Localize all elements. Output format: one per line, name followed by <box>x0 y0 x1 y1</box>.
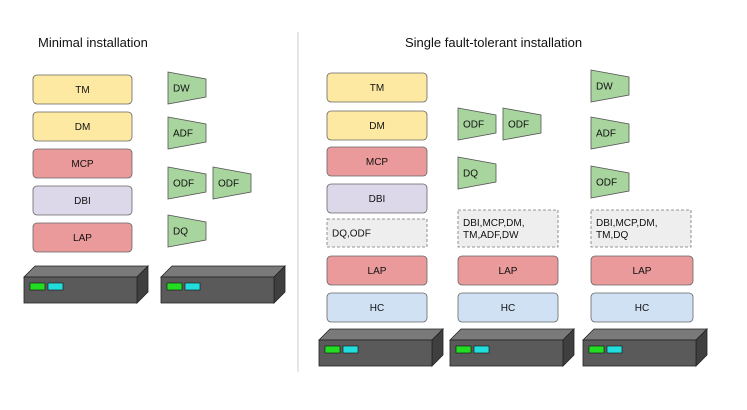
lap-box <box>457 255 559 286</box>
server-led-green <box>29 282 46 291</box>
server <box>318 328 444 367</box>
odf-component <box>590 165 630 199</box>
mcp-box <box>326 146 428 177</box>
odf-component <box>457 107 497 141</box>
colocated-services-text: TM,ADF,DW <box>463 230 519 241</box>
odf-label: ODF <box>508 120 529 131</box>
odf-label: ODF <box>218 179 239 190</box>
adf-label: ADF <box>173 129 193 140</box>
dm-box <box>32 111 133 142</box>
server-led-cyan <box>342 345 359 354</box>
tm-label: TM <box>370 83 384 94</box>
tm-box <box>32 74 133 105</box>
odf-component <box>502 107 542 141</box>
dw-component <box>167 71 207 105</box>
adf-component <box>167 116 207 150</box>
server-led-cyan <box>184 282 201 291</box>
server <box>160 265 286 304</box>
odf-label: ODF <box>596 178 617 189</box>
server-top <box>318 328 444 341</box>
dq-component <box>167 214 207 248</box>
server-led-green <box>455 345 472 354</box>
dw-label: DW <box>173 84 190 95</box>
lap-label: LAP <box>499 266 518 277</box>
adf-label: ADF <box>596 129 616 140</box>
lap-label: LAP <box>633 266 652 277</box>
server <box>582 328 708 367</box>
server <box>449 328 575 367</box>
lap-label: LAP <box>73 233 92 244</box>
server-led-green <box>588 345 605 354</box>
server-led-cyan <box>606 345 623 354</box>
minimal-title: Minimal installation <box>38 35 148 50</box>
hc-box <box>457 292 559 323</box>
hc-box <box>326 292 428 323</box>
colocated-services-box <box>590 209 692 248</box>
server-top <box>23 265 149 278</box>
dq-label: DQ <box>173 227 188 238</box>
odf-label: ODF <box>463 120 484 131</box>
hc-box <box>590 292 694 323</box>
server <box>23 265 149 304</box>
mcp-box <box>32 148 133 179</box>
hc-label: HC <box>370 303 384 314</box>
adf-component <box>590 116 630 150</box>
dm-box <box>326 110 428 141</box>
lap-box <box>326 255 428 286</box>
server-led-green <box>166 282 183 291</box>
colocated-services-box <box>326 218 428 248</box>
dw-component <box>590 69 630 103</box>
server-led-green <box>324 345 341 354</box>
lap-box <box>32 222 133 253</box>
colocated-services-text: DBI,MCP,DM, <box>596 218 658 229</box>
dbi-box <box>326 183 428 214</box>
dbi-label: DBI <box>74 196 91 207</box>
server-top <box>449 328 575 341</box>
odf-component <box>167 166 207 200</box>
dm-label: DM <box>75 122 91 133</box>
server-top <box>582 328 708 341</box>
dq-component <box>457 156 497 190</box>
odf-component <box>212 166 252 200</box>
tm-box <box>326 72 428 103</box>
lap-label: LAP <box>368 266 387 277</box>
mcp-label: MCP <box>366 157 389 168</box>
odf-label: ODF <box>173 179 194 190</box>
dbi-label: DBI <box>369 194 386 205</box>
colocated-services-box <box>457 209 559 248</box>
colocated-services-text: DQ,ODF <box>332 229 371 240</box>
hc-label: HC <box>635 303 649 314</box>
hc-label: HC <box>501 303 515 314</box>
mcp-label: MCP <box>71 159 94 170</box>
colocated-services-text: DBI,MCP,DM, <box>463 218 525 229</box>
dw-label: DW <box>596 82 613 93</box>
dm-label: DM <box>369 121 385 132</box>
tm-label: TM <box>75 85 89 96</box>
server-top <box>160 265 286 278</box>
server-led-cyan <box>47 282 64 291</box>
lap-box <box>590 255 694 286</box>
dbi-box <box>32 185 133 216</box>
colocated-services-text: TM,DQ <box>596 230 628 241</box>
dq-label: DQ <box>463 169 478 180</box>
fault-tolerant-title: Single fault-tolerant installation <box>405 35 582 50</box>
server-led-cyan <box>473 345 490 354</box>
